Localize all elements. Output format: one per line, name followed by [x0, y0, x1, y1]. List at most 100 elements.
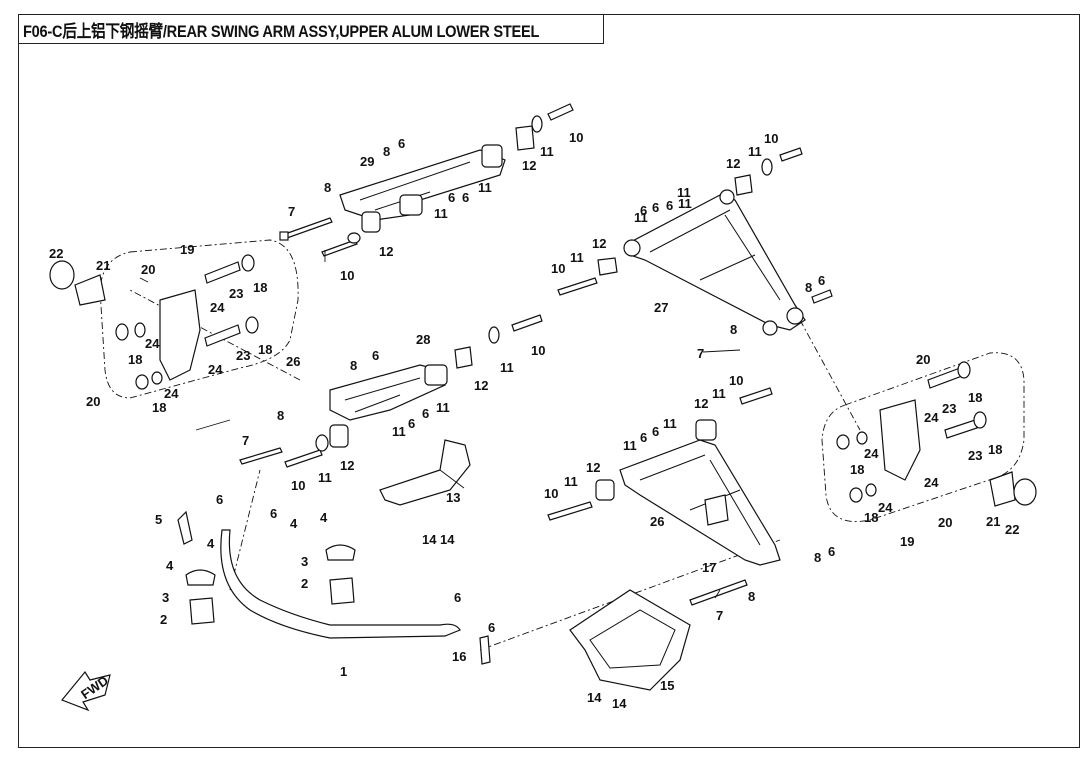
callout-12: 12	[586, 460, 600, 475]
page-title: F06-C后上铝下钢摇臂/REAR SWING ARM ASSY,UPPER A…	[23, 21, 540, 41]
callout-29: 29	[360, 154, 374, 169]
callout-11: 11	[623, 438, 637, 453]
callout-10: 10	[531, 343, 545, 358]
callout-11: 11	[540, 144, 554, 159]
callout-23: 23	[942, 401, 956, 416]
callout-10: 10	[551, 261, 565, 276]
callout-10: 10	[544, 486, 558, 501]
callout-16: 16	[452, 649, 466, 664]
callout-6: 6	[666, 198, 673, 213]
callout-12: 12	[592, 236, 606, 251]
callout-27: 27	[654, 300, 668, 315]
callout-7: 7	[288, 204, 295, 219]
callout-24: 24	[924, 475, 939, 490]
callout-18: 18	[968, 390, 982, 405]
callout-8: 8	[383, 144, 390, 159]
callout-6: 6	[640, 203, 647, 218]
callout-8: 8	[805, 280, 812, 295]
callout-18: 18	[253, 280, 267, 295]
bolts-upper-left	[279, 217, 361, 257]
callout-6: 6	[640, 430, 647, 445]
callout-22: 22	[1005, 522, 1019, 537]
callout-11: 11	[678, 196, 692, 211]
callout-6: 6	[818, 273, 825, 288]
callout-11: 11	[564, 474, 578, 489]
callout-24: 24	[210, 300, 225, 315]
callout-19: 19	[180, 242, 194, 257]
callout-11: 11	[392, 424, 406, 439]
callout-11: 11	[436, 400, 450, 415]
callout-8: 8	[814, 550, 821, 565]
callout-23: 23	[236, 348, 250, 363]
callout-4: 4	[290, 516, 298, 531]
callout-10: 10	[764, 131, 778, 146]
callout-21: 21	[96, 258, 110, 273]
callout-19: 19	[900, 534, 914, 549]
callout-26: 26	[650, 514, 664, 529]
callout-18: 18	[258, 342, 272, 357]
callout-10: 10	[569, 130, 583, 145]
callout-5: 5	[155, 512, 162, 527]
callout-8: 8	[324, 180, 331, 195]
leader-dash-4	[229, 469, 261, 591]
callout-12: 12	[694, 396, 708, 411]
callout-8: 8	[748, 589, 755, 604]
callout-8: 8	[350, 358, 357, 373]
callout-6: 6	[270, 506, 277, 521]
callout-12: 12	[379, 244, 393, 259]
forward-arrow-icon: FWD	[61, 670, 111, 712]
callout-11: 11	[500, 360, 514, 375]
callout-4: 4	[320, 510, 328, 525]
callout-22: 22	[49, 246, 63, 261]
callout-11: 11	[434, 206, 448, 221]
callout-14: 14	[422, 532, 437, 547]
callout-24: 24	[878, 500, 893, 515]
callout-3: 3	[162, 590, 169, 605]
callout-1: 1	[340, 664, 347, 679]
callout-8: 8	[730, 322, 737, 337]
callout-11: 11	[677, 185, 691, 200]
title-box: F06-C后上铝下钢摇臂/REAR SWING ARM ASSY,UPPER A…	[18, 14, 604, 44]
callout-20: 20	[916, 352, 930, 367]
callout-24: 24	[164, 386, 179, 401]
callout-28: 28	[416, 332, 430, 347]
callout-17: 17	[702, 560, 716, 575]
callout-14: 14	[587, 690, 602, 705]
callout-8: 8	[277, 408, 284, 423]
callout-18: 18	[850, 462, 864, 477]
callout-6: 6	[408, 416, 415, 431]
callout-14: 14	[612, 696, 627, 711]
callout-20: 20	[938, 515, 952, 530]
callout-6: 6	[454, 590, 461, 605]
leader-dash-2	[799, 319, 861, 431]
callout-13: 13	[446, 490, 460, 505]
stabilizer-bar	[177, 510, 491, 665]
callout-26: 26	[286, 354, 300, 369]
callout-6: 6	[448, 190, 455, 205]
callout-2: 2	[160, 612, 167, 627]
callout-24: 24	[864, 446, 879, 461]
callout-4: 4	[207, 536, 215, 551]
callout-6: 6	[828, 544, 835, 559]
callout-23: 23	[968, 448, 982, 463]
callout-23: 23	[229, 286, 243, 301]
left-knuckle-group-outline	[99, 239, 299, 399]
callout-12: 12	[474, 378, 488, 393]
callout-10: 10	[291, 478, 305, 493]
callout-24: 24	[208, 362, 223, 377]
callout-11: 11	[318, 470, 332, 485]
callout-6: 6	[422, 406, 429, 421]
callout-6: 6	[462, 190, 469, 205]
callout-7: 7	[242, 433, 249, 448]
callout-20: 20	[86, 394, 100, 409]
callout-21: 21	[986, 514, 1000, 529]
callout-11: 11	[663, 416, 677, 431]
leader-dash-3	[479, 539, 781, 651]
callout-6: 6	[652, 200, 659, 215]
upper-right-a-arm	[557, 147, 833, 336]
callout-2: 2	[301, 576, 308, 591]
callout-18: 18	[988, 442, 1002, 457]
callout-12: 12	[522, 158, 536, 173]
callout-14: 14	[440, 532, 455, 547]
